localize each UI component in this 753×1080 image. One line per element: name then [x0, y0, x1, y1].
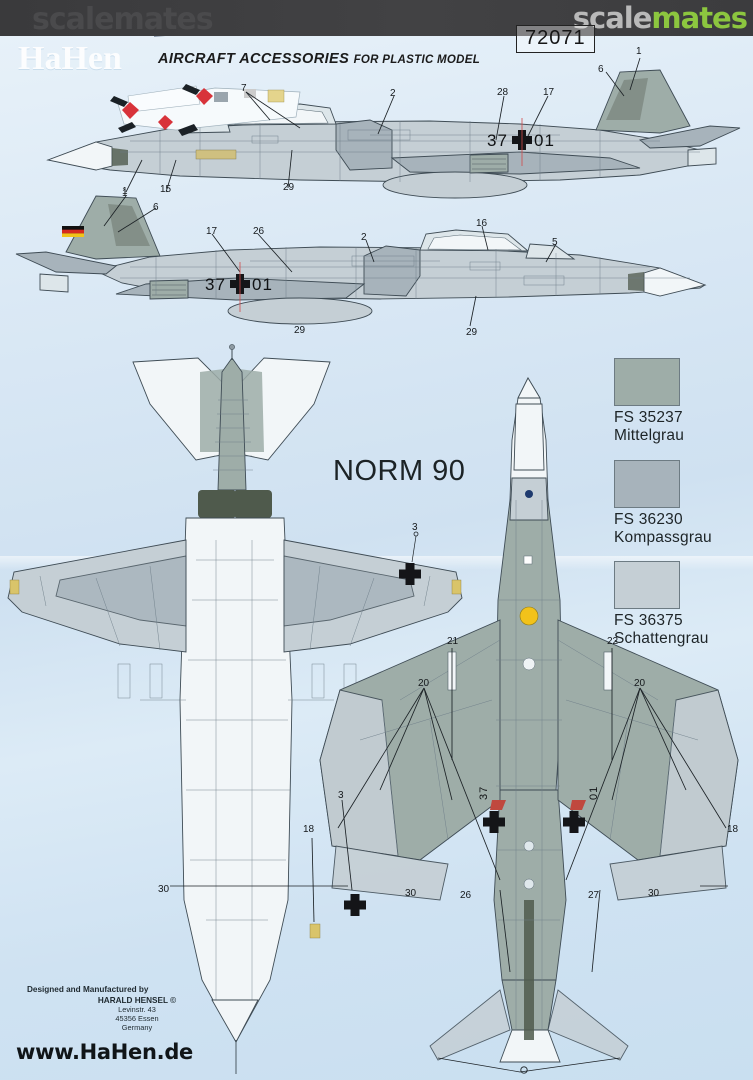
callout-plan-3: 20 — [634, 678, 646, 689]
callout-plan-6: 18 — [727, 824, 739, 835]
color-swatch-fs36375 — [614, 561, 680, 610]
footer-line-2: Levinstr. 43 — [118, 1005, 156, 1014]
legend-code-1: FS 36230 — [614, 510, 683, 528]
legend-name-1: Kompassgrau — [614, 528, 712, 546]
callout-bot-2: 17 — [206, 226, 218, 237]
color-swatch-fs35237 — [614, 358, 680, 406]
footer-line-4: Germany — [121, 1023, 153, 1032]
callout-plan-5: 18 — [303, 824, 315, 835]
callout-plan-11: 30 — [158, 884, 170, 895]
callout-plan-top-0: 3 — [412, 522, 418, 533]
callout-top-8: 1 — [122, 186, 128, 197]
callout-bot-0: 1 — [122, 188, 128, 199]
legend-code-2: FS 36375 — [614, 612, 683, 630]
callout-plan-4: 3 — [338, 790, 344, 801]
callout-plan-7: 30 — [405, 888, 417, 899]
brand-logo: HaHen — [18, 40, 122, 77]
footer-line-0: Designed and Manufactured by — [27, 985, 149, 994]
legend-name-0: Mittelgrau — [614, 427, 685, 445]
legend-item-2: FS 36375 Schattengrau — [614, 561, 744, 649]
tagline-main: AIRCRAFT ACCESSORIES — [158, 51, 350, 67]
callout-top-4: 6 — [598, 64, 604, 75]
scalemates-watermark: scalemates — [572, 1, 748, 35]
registration-plan-left: 37 — [478, 785, 490, 800]
tagline: AIRCRAFT ACCESSORIES FOR PLASTIC MODEL — [158, 50, 480, 68]
kit-number-box: 72071 — [516, 25, 595, 53]
legend-item-0: FS 35237 Mittelgrau — [614, 358, 744, 446]
callout-top-1: 2 — [390, 88, 396, 99]
footer-credits: Designed and Manufactured by HARALD HENS… — [22, 985, 252, 1032]
legend-code-0: FS 35237 — [614, 409, 683, 426]
callout-bot-3: 26 — [253, 226, 265, 237]
legend-name-2: Schattengrau — [614, 630, 709, 648]
callout-top-0: 7 — [241, 83, 247, 94]
website-url: www.HaHen.de — [16, 1040, 194, 1064]
registration-plan-right: 01 — [588, 785, 600, 800]
callout-bot-7: 29 — [294, 325, 306, 336]
legend-item-1: FS 36230 Kompassgrau — [614, 459, 744, 548]
watermark-mates: mates — [651, 1, 748, 35]
page-title: NORM 90 — [333, 455, 466, 487]
registration-upper-left: 37 — [487, 131, 508, 150]
callout-plan-9: 26 — [460, 890, 472, 901]
callout-top-2: 28 — [497, 87, 509, 98]
watermark-ghost: scalemates — [32, 2, 214, 36]
footer-line-3: 45356 Essen — [115, 1014, 159, 1023]
callout-top-6: 15 — [160, 184, 172, 195]
callout-plan-8: 30 — [648, 888, 660, 899]
callout-top-7: 29 — [283, 182, 295, 193]
callout-top-3: 17 — [543, 87, 555, 98]
callout-bot-1: 6 — [153, 202, 159, 213]
registration-lower-left: 37 — [205, 275, 226, 294]
callout-bot-6: 5 — [552, 237, 558, 248]
watermark-band: scalemates scalemates — [0, 0, 753, 36]
footer-line-1: HARALD HENSEL © — [97, 996, 177, 1005]
callout-plan-2: 20 — [418, 678, 430, 689]
watermark-scale: scale — [572, 1, 653, 35]
callout-bot-8: 29 — [466, 327, 478, 338]
callout-bot-4: 2 — [361, 232, 367, 243]
color-swatch-fs36230 — [614, 459, 680, 508]
callout-plan-10: 27 — [588, 890, 600, 901]
registration-upper-right: 01 — [534, 131, 555, 150]
color-legend: FS 35237 Mittelgrau FS 36230 Kompassgrau… — [614, 358, 744, 663]
callout-bot-5: 16 — [476, 218, 488, 229]
callout-plan-0: 21 — [447, 636, 459, 647]
callout-top-5: 1 — [636, 46, 642, 57]
registration-lower-right: 01 — [252, 275, 273, 294]
tagline-sub: FOR PLASTIC MODEL — [353, 54, 481, 66]
callout-plan-1: 22 — [607, 636, 619, 647]
